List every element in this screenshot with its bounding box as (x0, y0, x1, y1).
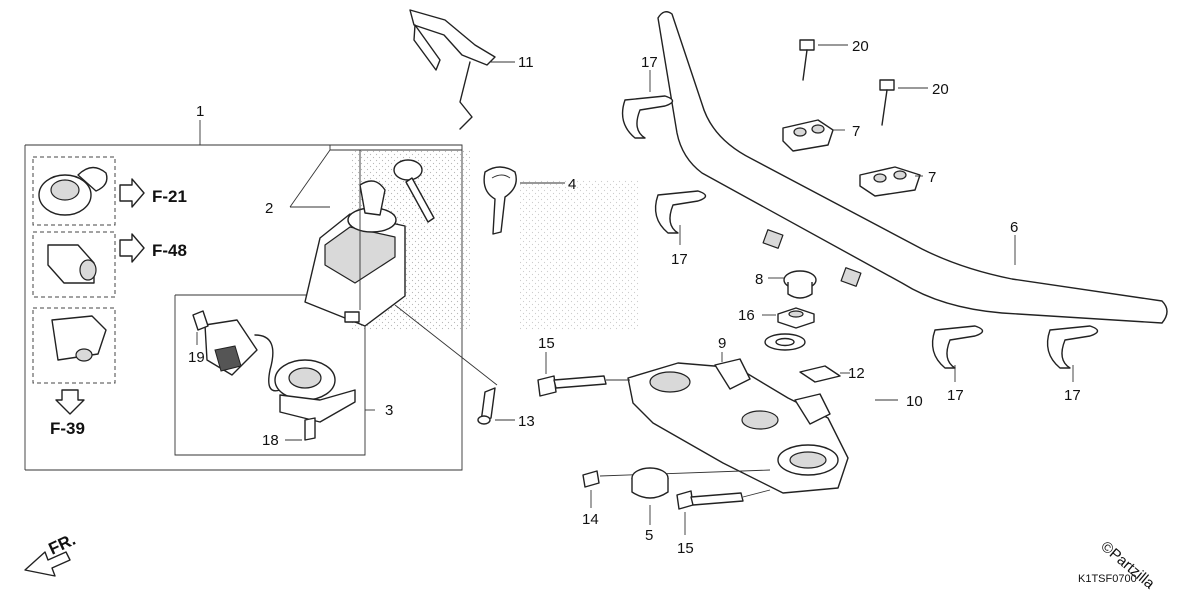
reference-labels: F-21 F-48 F-39 (50, 187, 187, 438)
part-7-holder-upper (782, 119, 845, 152)
part-16-nut (762, 307, 815, 329)
figure-code: K1TSF0700 (1078, 573, 1137, 585)
assembly-1-outline (24, 120, 463, 471)
part-19-clip (192, 310, 209, 345)
part-12-plate (799, 365, 850, 383)
part-4-key (483, 166, 565, 235)
callout-17a: 17 (641, 54, 658, 71)
callout-15b: 15 (677, 540, 694, 557)
callout-14: 14 (582, 511, 599, 528)
part-15-bolt-lower (676, 489, 771, 535)
callout-19: 19 (188, 349, 205, 366)
reference-box-f48 (32, 231, 145, 298)
callout-4: 4 (568, 176, 576, 193)
callout-7b: 7 (928, 169, 936, 186)
part-17-clamp-4 (1046, 325, 1099, 382)
part-washer (764, 333, 806, 351)
callout-2: 2 (265, 200, 273, 217)
part-8-cap (768, 270, 817, 299)
callout-9: 9 (718, 335, 726, 352)
ref-f39: F-39 (50, 419, 85, 438)
part-6-handlebar (657, 11, 1168, 324)
part-17-clamp-3 (931, 325, 984, 382)
callout-17d: 17 (1064, 387, 1081, 404)
callout-15a: 15 (538, 335, 555, 352)
part-14-bolt (582, 469, 771, 508)
part-5-clamp (631, 467, 669, 525)
callout-7a: 7 (852, 123, 860, 140)
ref-f21: F-21 (152, 187, 187, 206)
part-11-bracket (409, 9, 515, 130)
callout-18: 18 (262, 432, 279, 449)
part-20-bolt-upper (799, 39, 848, 81)
callout-10: 10 (906, 393, 923, 410)
part-7-holder-lower (859, 166, 923, 197)
callout-12: 12 (848, 365, 865, 382)
part-9-top-bridge (627, 352, 898, 494)
ref-f48: F-48 (152, 241, 187, 260)
part-3-switch-body (204, 319, 375, 423)
callout-labels: 1 2 3 4 5 6 7 7 8 9 10 11 12 13 14 15 15… (188, 38, 1081, 557)
part-2-ignition-switch (290, 150, 435, 327)
part-20-bolt-lower (879, 79, 928, 126)
front-direction-arrow (24, 551, 71, 577)
front-direction-label: FR. (46, 530, 79, 559)
callout-8: 8 (755, 271, 763, 288)
callout-6: 6 (1010, 219, 1018, 236)
callout-17c: 17 (947, 387, 964, 404)
callout-13: 13 (518, 413, 535, 430)
callout-3: 3 (385, 402, 393, 419)
callout-1: 1 (196, 103, 204, 120)
reference-box-f21 (32, 156, 145, 226)
callout-5: 5 (645, 527, 653, 544)
part-13-bolt (394, 304, 515, 425)
reference-box-f39 (32, 307, 116, 415)
callout-11: 11 (518, 54, 534, 71)
callout-20a: 20 (852, 38, 869, 55)
callout-16: 16 (738, 307, 755, 324)
part-18-screw (285, 417, 316, 441)
callout-17b: 17 (671, 251, 688, 268)
part-17-clamp-2 (654, 190, 707, 245)
callout-20b: 20 (932, 81, 949, 98)
part-17-clamp-1 (621, 70, 674, 139)
part-15-bolt-upper (537, 352, 630, 397)
